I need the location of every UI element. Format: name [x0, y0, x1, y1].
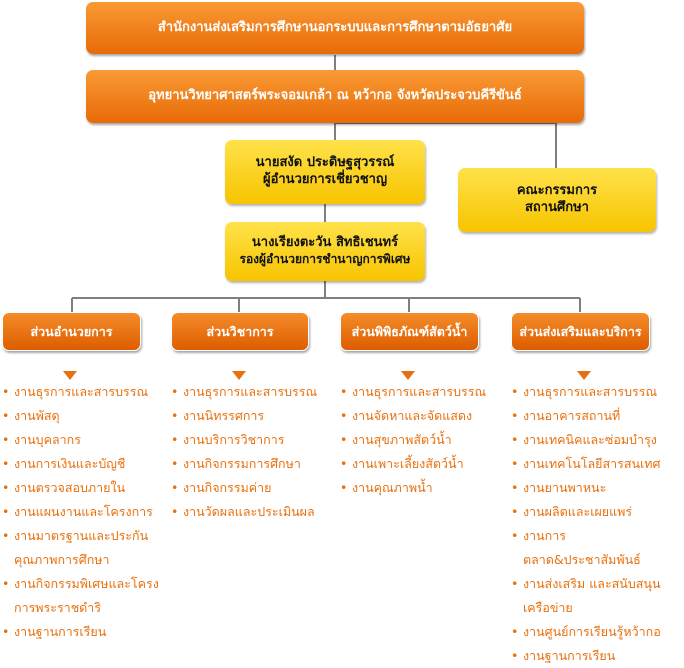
list-item: งานอาคารสถานที่: [511, 404, 683, 428]
list-item: งานยานพาหนะ: [511, 476, 683, 500]
list-item: งานฐานการเรียน: [2, 620, 167, 644]
list-item: งานเทคนิคและซ่อมบำรุง: [511, 428, 683, 452]
office-title: สำนักงานส่งเสริมการศึกษานอกระบบและการศึก…: [157, 19, 513, 35]
list-item: งานธุรการและสารบรรณ: [511, 380, 683, 404]
dept-promotion-label: ส่วนส่งเสริมและบริการ: [519, 323, 642, 339]
deputy-name: นางเรียงตะวัน สิทธิเชนทร์: [251, 235, 399, 251]
connector-lines: [71, 55, 581, 312]
list-item: งานบุคลากร: [2, 428, 167, 452]
list-item: งานกิจกรรมค่าย: [171, 476, 336, 500]
list-item: งานบริการวิชาการ: [171, 428, 336, 452]
list-item: งานธุรการและสารบรรณ: [171, 380, 336, 404]
list-item: งานพัสดุ: [2, 404, 167, 428]
list-item: งานการเงินและบัญชี: [2, 452, 167, 476]
down-arrow-icon: [577, 371, 591, 380]
list-item: งานส่งเสริม และสนับสนุน เครือข่าย: [511, 572, 683, 620]
down-arrow-icon: [401, 371, 415, 380]
list-item: งานกิจกรรมพิเศษและโครง การพระราชดำริ: [2, 572, 167, 620]
park-title: อุทยานวิทยาศาสตร์พระจอมเกล้า ณ หว้ากอ จั…: [148, 88, 522, 104]
dept-academic: ส่วนวิชาการ: [171, 312, 309, 351]
dept-promotion: ส่วนส่งเสริมและบริการ: [511, 312, 650, 351]
deputy-title: รองผู้อำนวยการชำนาญการพิเศษ: [239, 252, 411, 267]
dept-academic-list: งานธุรการและสารบรรณ งานนิทรรศการ งานบริก…: [171, 380, 336, 524]
dept-admin-list: งานธุรการและสารบรรณ งานพัสดุ งานบุคลากร …: [2, 380, 167, 644]
dept-aquarium-label: ส่วนพิพิธภัณฑ์สัตว์น้ำ: [351, 323, 468, 339]
list-item: งานกิจกรรมการศึกษา: [171, 452, 336, 476]
list-item: งานคุณภาพน้ำ: [340, 476, 505, 500]
dept-promotion-list: งานธุรการและสารบรรณ งานอาคารสถานที่ งานเ…: [511, 380, 683, 668]
dept-admin: ส่วนอำนวยการ: [2, 312, 141, 351]
list-item: งานมาตรฐานและประกัน คุณภาพการศึกษา: [2, 524, 167, 572]
dept-aquarium: ส่วนพิพิธภัณฑ์สัตว์น้ำ: [340, 312, 479, 351]
committee-box: คณะกรรมการ สถานศึกษา: [458, 168, 656, 232]
list-item: งานการตลาด&ประชาสัมพันธ์: [511, 524, 683, 572]
list-item: งานฐานการเรียน: [511, 644, 683, 668]
director-box: นายสงัด ประดิษฐสุวรรณ์ ผู้อำนวยการเชี่ยว…: [225, 140, 425, 204]
down-arrow-icon: [232, 371, 246, 380]
list-item: งานวัดผลและประเมินผล: [171, 500, 336, 524]
committee-line1: คณะกรรมการ: [516, 183, 598, 199]
dept-admin-label: ส่วนอำนวยการ: [30, 323, 113, 339]
list-item: งานเพาะเลี้ยงสัตว์น้ำ: [340, 452, 505, 476]
list-item: งานเทคโนโลยีสารสนเทศ: [511, 452, 683, 476]
office-title-box: สำนักงานส่งเสริมการศึกษานอกระบบและการศึก…: [86, 2, 584, 54]
park-title-box: อุทยานวิทยาศาสตร์พระจอมเกล้า ณ หว้ากอ จั…: [86, 70, 584, 123]
list-item: งานผลิตและเผยแพร่: [511, 500, 683, 524]
list-item: งานแผนงานและโครงการ: [2, 500, 167, 524]
down-arrow-icon: [63, 371, 77, 380]
list-item: งานธุรการและสารบรรณ: [2, 380, 167, 404]
list-item: งานนิทรรศการ: [171, 404, 336, 428]
list-item: งานตรวจสอบภายใน: [2, 476, 167, 500]
dept-academic-label: ส่วนวิชาการ: [206, 323, 274, 339]
list-item: งานสุขภาพสัตว์น้ำ: [340, 428, 505, 452]
list-item: งานธุรการและสารบรรณ: [340, 380, 505, 404]
director-title: ผู้อำนวยการเชี่ยวชาญ: [262, 172, 388, 187]
committee-line2: สถานศึกษา: [525, 200, 589, 215]
director-name: นายสงัด ประดิษฐสุวรรณ์: [255, 155, 395, 171]
list-item: งานจัดหาและจัดแสดง: [340, 404, 505, 428]
list-item: งานศูนย์การเรียนรู้หว้ากอ: [511, 620, 683, 644]
deputy-box: นางเรียงตะวัน สิทธิเชนทร์ รองผู้อำนวยการ…: [225, 222, 425, 281]
dept-aquarium-list: งานธุรการและสารบรรณ งานจัดหาและจัดแสดง ง…: [340, 380, 505, 500]
